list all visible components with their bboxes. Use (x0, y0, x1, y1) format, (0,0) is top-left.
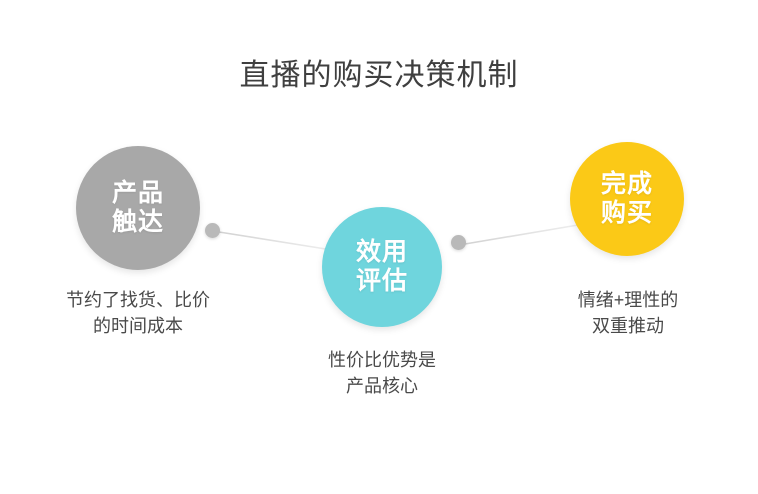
connector-line-2 (464, 224, 579, 245)
node-circle-complete-purchase[interactable]: 完成 购买 (570, 142, 684, 256)
node-caption-utility-evaluation: 性价比优势是 产品核心 (328, 350, 436, 396)
node-caption-complete-purchase: 情绪+理性的 双重推动 (577, 290, 679, 336)
connector-dot-2 (451, 235, 466, 250)
node-label-complete-purchase: 完成 购买 (600, 170, 653, 227)
node-label-utility-evaluation: 效用 评估 (355, 238, 408, 295)
connector-line-1 (218, 231, 333, 251)
page-title: 直播的购买决策机制 (239, 59, 519, 92)
node-caption-product-reach: 节约了找货、比价 的时间成本 (66, 290, 210, 336)
node-circle-utility-evaluation[interactable]: 效用 评估 (322, 207, 442, 327)
node-label-product-reach: 产品 触达 (111, 179, 164, 236)
connector-dot-1 (205, 223, 220, 238)
node-circle-product-reach[interactable]: 产品 触达 (76, 146, 200, 270)
